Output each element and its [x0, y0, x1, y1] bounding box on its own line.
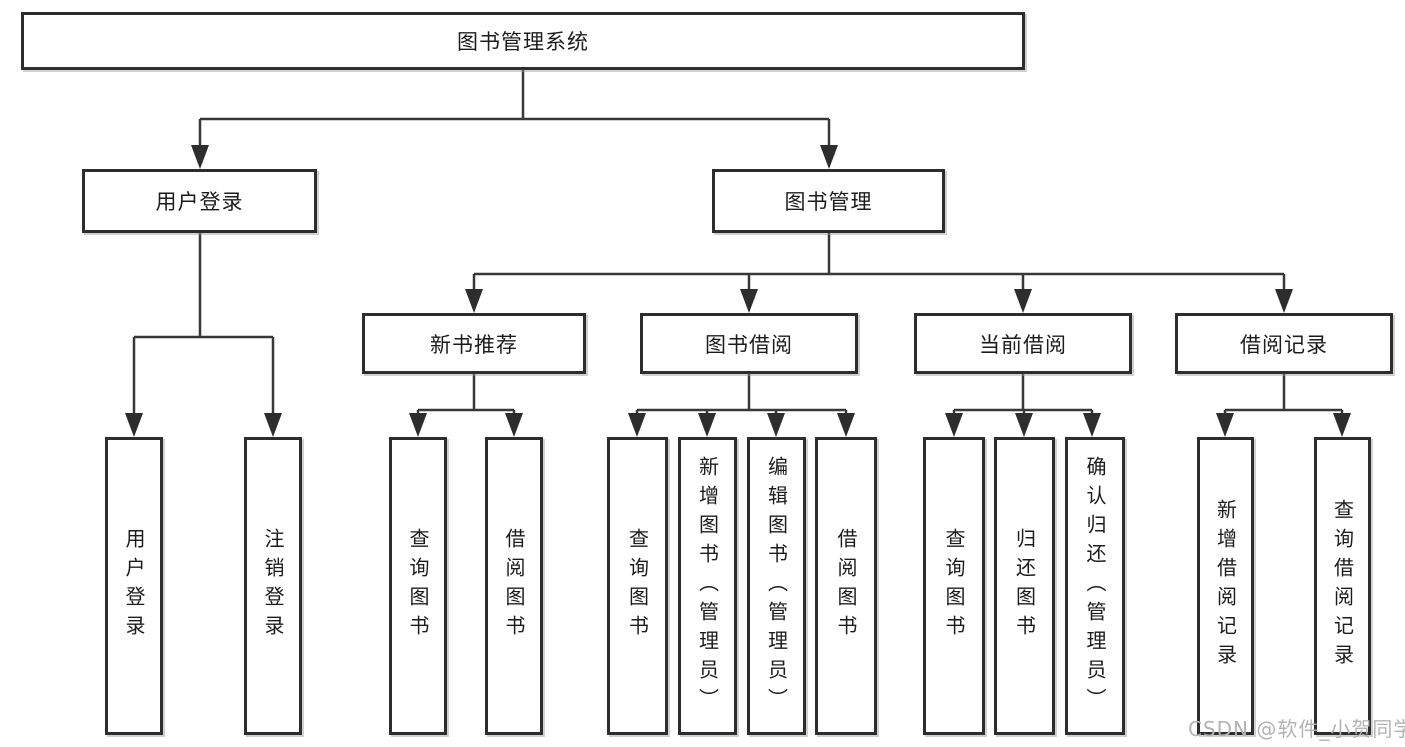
leaf-label: 查询图书 — [942, 528, 966, 644]
leaf-confirm-return-admin: 确认归还（管理员） — [1065, 437, 1125, 735]
node-user-login: 用户登录 — [82, 169, 317, 233]
leaf-logout: 注销登录 — [244, 437, 302, 735]
leaf-label: 查询借阅记录 — [1330, 499, 1355, 673]
node-current-borrow: 当前借阅 — [914, 313, 1132, 374]
node-book-borrow: 图书借阅 — [640, 313, 858, 374]
leaf-label: 查询图书 — [406, 528, 430, 644]
leaf-query-books-borrow: 查询图书 — [607, 437, 668, 735]
leaf-label: 用户登录 — [122, 528, 146, 644]
leaf-edit-book-admin: 编辑图书（管理员） — [747, 437, 806, 735]
leaf-add-borrow-record: 新增借阅记录 — [1197, 437, 1254, 735]
node-new-book-recommend: 新书推荐 — [362, 313, 586, 374]
leaf-query-borrow-record: 查询借阅记录 — [1314, 437, 1371, 735]
leaf-label: 借阅图书 — [834, 528, 858, 644]
leaf-label: 查询图书 — [625, 528, 650, 644]
leaf-label: 新增借阅记录 — [1213, 499, 1238, 673]
leaf-borrow-books: 借阅图书 — [815, 437, 877, 735]
leaf-user-login: 用户登录 — [105, 437, 163, 735]
leaf-label: 注销登录 — [261, 528, 285, 644]
node-root-system: 图书管理系统 — [21, 12, 1025, 70]
node-book-management: 图书管理 — [712, 169, 945, 233]
leaf-label: 借阅图书 — [502, 528, 526, 644]
leaf-return-book: 归还图书 — [994, 437, 1055, 735]
csdn-watermark: CSDN @软件_小贺同学 — [1188, 717, 1405, 741]
leaf-add-book-admin: 新增图书（管理员） — [678, 437, 737, 735]
leaf-query-books-current: 查询图书 — [923, 437, 985, 735]
node-borrow-records: 借阅记录 — [1175, 313, 1393, 374]
leaf-query-books-recommend: 查询图书 — [389, 437, 447, 735]
arrowheads — [125, 145, 1351, 437]
leaf-label: 新增图书（管理员） — [695, 455, 720, 717]
leaf-label: 编辑图书（管理员） — [764, 455, 789, 717]
leaf-borrow-books-recommend: 借阅图书 — [485, 437, 543, 735]
leaf-label: 确认归还（管理员） — [1083, 455, 1107, 717]
leaf-label: 归还图书 — [1012, 528, 1037, 644]
